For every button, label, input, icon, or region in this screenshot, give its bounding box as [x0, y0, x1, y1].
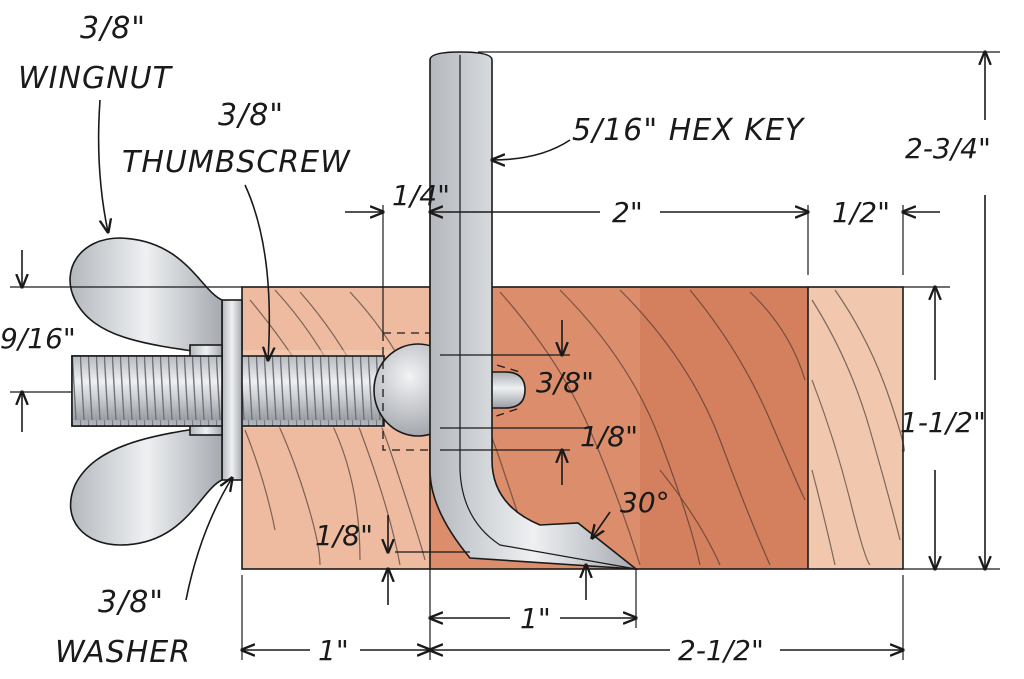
washer-leader	[185, 478, 232, 601]
hex-key	[429, 51, 639, 570]
dim-two-three-quarter: 2-3/4"	[905, 132, 991, 165]
washer	[221, 299, 243, 481]
wingnut-label: WINGNUT	[18, 61, 174, 96]
wingnut-leader	[97, 99, 108, 232]
dim-one-inner: 1"	[520, 602, 551, 635]
dim-three-eighths: 3/8"	[536, 366, 594, 399]
dim-thirty: 30°	[620, 486, 670, 519]
dim-two: 2"	[612, 196, 643, 229]
hexkey-label: 5/16" HEX KEY	[572, 113, 806, 148]
wingnut-bottom-wing	[69, 424, 223, 546]
hexkey-leader	[492, 139, 571, 160]
thumbscrew-size-label: 3/8"	[218, 98, 284, 133]
dim-one-and-half: 1-1/2"	[900, 406, 986, 439]
bore-outline	[382, 332, 430, 451]
dim-one-eighth-left: 1/8"	[315, 519, 373, 552]
washer-size-label: 3/8"	[98, 585, 164, 620]
wingnut-top-wing	[69, 237, 223, 356]
dim-nine-sixteenths: 9/16"	[0, 322, 76, 355]
dim-one-eighth-right: 1/8"	[580, 420, 638, 453]
thumbscrew-leader	[244, 184, 269, 360]
dim-two-and-half: 2-1/2"	[678, 634, 764, 667]
wood-block-right	[808, 287, 905, 569]
dim-half: 1/2"	[832, 196, 890, 229]
washer-label: WASHER	[55, 635, 191, 670]
dim-quarter: 1/4"	[392, 179, 450, 212]
thumbscrew-label: THUMBSCREW	[122, 145, 351, 180]
dim-one-bottom: 1"	[318, 634, 349, 667]
wingnut-size-label: 3/8"	[80, 11, 146, 46]
